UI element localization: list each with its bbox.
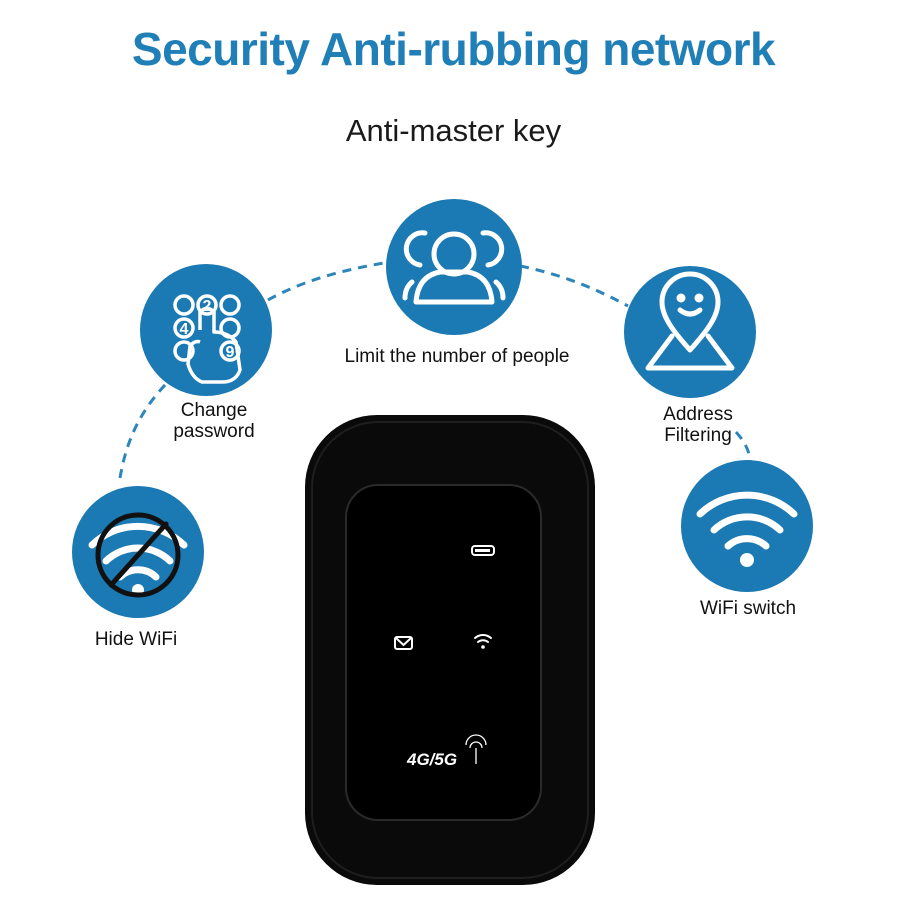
keypad-digit-9: 9 bbox=[226, 344, 235, 361]
connector-limit-to-address bbox=[519, 264, 629, 308]
connector-hide-to-change bbox=[118, 370, 180, 479]
connector-address-to-wifi bbox=[734, 430, 752, 463]
dashed-connectors bbox=[118, 260, 752, 479]
users-icon bbox=[402, 230, 506, 305]
keypad-digit-4: 4 bbox=[180, 321, 189, 338]
mifi-device: 4G/5G bbox=[305, 415, 595, 885]
hide-wifi-feature bbox=[72, 486, 204, 618]
change-password-label: Change password bbox=[173, 400, 255, 442]
device-screen bbox=[345, 484, 542, 821]
connector-change-to-limit bbox=[267, 260, 391, 302]
address-filtering-label: Address Filtering bbox=[663, 404, 733, 446]
change-password-feature: 2 4 9 bbox=[140, 264, 272, 396]
keypad-digit-2: 2 bbox=[203, 298, 212, 315]
network-badge: 4G/5G bbox=[406, 750, 457, 769]
hide-wifi-label: Hide WiFi bbox=[94, 629, 178, 650]
wifi-switch-feature bbox=[681, 460, 813, 592]
wifi-icon bbox=[696, 491, 798, 550]
battery-icon bbox=[471, 545, 495, 556]
wifi-switch-label: WiFi switch bbox=[699, 598, 797, 619]
address-filtering-feature bbox=[624, 266, 756, 398]
limit-people-feature bbox=[386, 199, 522, 335]
limit-people-label: Limit the number of people bbox=[344, 346, 570, 367]
device-wifi-icon bbox=[474, 634, 492, 643]
wifi-off-icon bbox=[88, 512, 188, 598]
message-icon bbox=[394, 636, 413, 650]
page-title: Security Anti-rubbing network bbox=[131, 23, 776, 75]
antenna-icon bbox=[465, 734, 487, 764]
page-subtitle: Anti-master key bbox=[345, 113, 562, 148]
location-user-icon bbox=[645, 271, 735, 371]
keypad-icon bbox=[173, 294, 242, 384]
